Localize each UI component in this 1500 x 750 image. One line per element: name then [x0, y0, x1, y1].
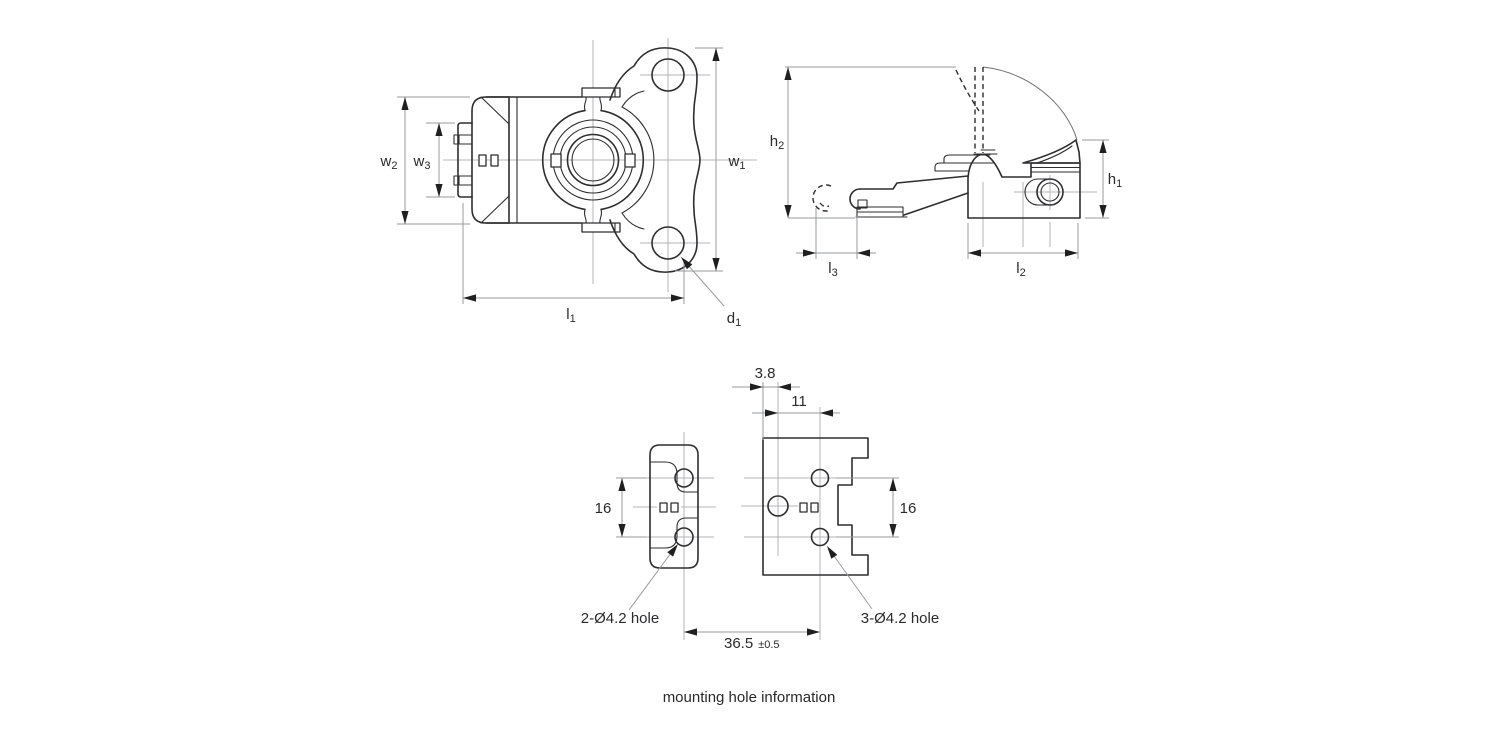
flange-hole-bottom: [651, 226, 685, 260]
dimensions: [397, 47, 1109, 636]
flange-hole-top: [651, 58, 685, 92]
connector-pin: [490, 154, 499, 167]
side-boss-inner: [1040, 182, 1060, 202]
dim-label-l1: l1: [566, 306, 575, 325]
dim-l1: [462, 203, 685, 304]
side-view-block: [967, 139, 1081, 219]
centerlines: [443, 38, 1097, 640]
body-top-tab: [581, 87, 621, 98]
dim-label-l2: l2: [1016, 260, 1025, 279]
dim-label-3-8: 3.8: [755, 365, 776, 382]
dim-l2: [967, 223, 1079, 259]
side-view-lever-arm: [849, 149, 998, 218]
left-plate-hole-top: [674, 468, 694, 488]
front-view-body: [471, 87, 621, 233]
dim-label-w1: w1: [728, 153, 746, 172]
dim-l3: [796, 208, 876, 259]
side-view-swing-path: [812, 66, 1078, 212]
front-view: [453, 47, 701, 273]
dim-label-d1: d1: [727, 310, 741, 329]
swing-arc: [982, 66, 1078, 141]
leader-3-holes: [827, 546, 873, 610]
dim-label-h2: h2: [770, 133, 784, 152]
dim-w3: [426, 122, 455, 198]
side-view: [812, 66, 1081, 219]
front-view-flange: [609, 47, 701, 273]
mounting-left-plate: [649, 444, 699, 569]
dim-label-h1: h1: [1108, 171, 1122, 190]
dim-16-right: [836, 477, 899, 538]
left-plate-hole-bottom: [674, 527, 694, 547]
boss-left-tab: [550, 153, 562, 168]
right-plate-hole-bottom: [810, 527, 830, 547]
right-plate-hole-top: [810, 468, 830, 488]
boss-bore-inner: [571, 138, 615, 182]
front-view-connector: [453, 122, 499, 198]
right-plate-hole-center: [767, 495, 789, 517]
boss-right-tab: [624, 153, 636, 168]
dim-w1: [675, 47, 723, 272]
dashed-tip-position: [812, 184, 832, 212]
labels: w2 w3 w1 l1 d1 h2 h1 l3 l2 3.8 11 16 16 …: [380, 133, 1123, 706]
dim-label-36-5: 36.5±0.5: [724, 635, 780, 652]
label-3-holes: 3-Ø4.2 hole: [861, 610, 939, 627]
body-bottom-tab: [581, 222, 621, 233]
dim-h2: [784, 66, 956, 219]
connector-pin: [478, 154, 487, 167]
dim-label-16-left: 16: [595, 500, 612, 517]
dim-label-w2: w2: [380, 153, 398, 172]
leader-d1: [681, 257, 725, 307]
caption-mounting-hole-information: mounting hole information: [663, 689, 836, 706]
dim-label-16-right: 16: [900, 500, 917, 517]
dim-16-left: [616, 477, 646, 538]
dim-11: [752, 409, 840, 417]
label-2-holes: 2-Ø4.2 hole: [581, 610, 659, 627]
boss-bore-outer: [566, 133, 620, 187]
front-view-boss: [542, 96, 644, 224]
dim-h1: [1082, 139, 1109, 219]
leader-2-holes: [628, 544, 678, 611]
dim-3-8: [732, 382, 800, 440]
dim-label-l3: l3: [828, 260, 837, 279]
dim-label-w3: w3: [413, 153, 431, 172]
dim-label-11: 11: [791, 393, 807, 410]
mounting-view: [649, 437, 869, 576]
dim-w2: [397, 96, 470, 225]
mounting-right-plate: [762, 437, 869, 576]
dim-36-5: [684, 628, 820, 636]
